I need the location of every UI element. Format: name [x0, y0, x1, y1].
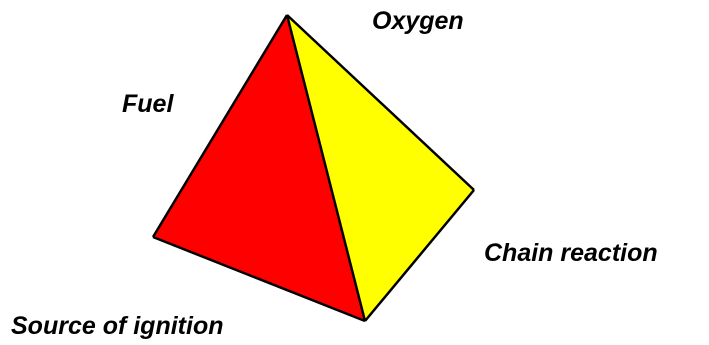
source-of-ignition-label: Source of ignition	[11, 312, 224, 340]
edge-center	[285, 14, 367, 322]
edge-bottom-left	[152, 235, 366, 323]
tetrahedron-edges	[151, 14, 475, 323]
edge-top-left	[151, 14, 289, 238]
edge-top-right	[286, 14, 475, 191]
chain-reaction-label: Chain reaction	[484, 239, 658, 267]
fuel-label: Fuel	[122, 90, 174, 118]
oxygen-label: Oxygen	[372, 7, 464, 35]
edge-bottom-right	[364, 189, 475, 322]
fuel-face	[153, 15, 365, 321]
